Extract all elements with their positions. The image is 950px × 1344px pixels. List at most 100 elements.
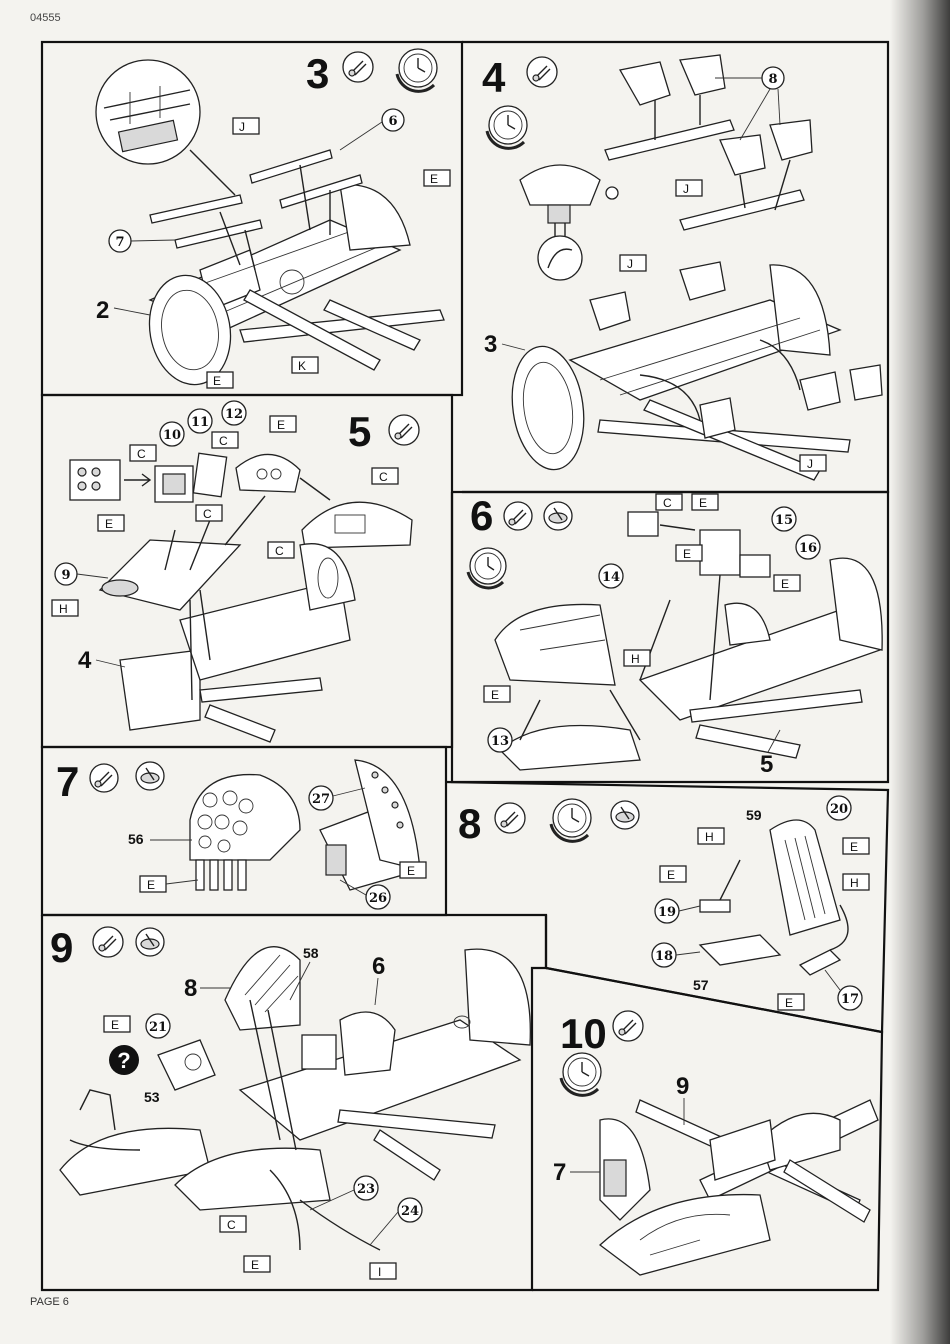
label-8: 8 [184,975,197,1002]
paint-icon [136,928,164,956]
callout-18: 18 [655,949,673,964]
glue-tube-icon [343,52,373,82]
step-7-number: 7 [56,758,79,805]
step-8-annotations: 20 19 18 17 59 57 H E E H E [652,796,869,1010]
clock-icon [487,106,527,148]
step-6-number: 6 [470,492,493,539]
paint-icon [611,801,639,829]
sprue-E: E [105,517,113,531]
question-mark: ? [117,1048,130,1073]
step-9: 9 ? 21 23 [50,924,530,1279]
label-2: 2 [96,297,109,324]
callout-11: 11 [191,415,209,430]
callout-13: 13 [491,734,509,749]
step-3-number: 3 [306,50,329,97]
sprue-E: E [111,1018,119,1032]
clock-icon [561,1053,601,1095]
label-57: 57 [693,977,709,993]
step-9-fuselage [175,947,530,1250]
callout-19: 19 [658,905,676,920]
sprue-C: C [203,507,212,521]
callout-26: 26 [369,891,387,906]
step-3-detail-inset [96,60,235,195]
sprue-J: J [627,257,633,271]
step-4: 4 [482,54,882,480]
sprue-E: E [407,864,415,878]
sprue-E: E [213,374,221,388]
sprue-H: H [59,602,68,616]
step-4-number: 4 [482,54,506,101]
sprue-H: H [705,830,714,844]
sprue-C: C [227,1218,236,1232]
callout-21: 21 [149,1020,167,1035]
glue-tube-icon [495,803,525,833]
step-10-assembly [600,1100,878,1275]
clock-icon [397,49,437,91]
glue-tube-icon [504,502,532,530]
sprue-J: J [683,182,689,196]
callout-9: 9 [61,568,70,583]
sprue-C: C [219,434,228,448]
sprue-H: H [850,876,859,890]
page-number: PAGE 6 [30,1296,69,1308]
sprue-E: E [850,840,858,854]
paint-icon [136,762,164,790]
clamp-icon [520,165,618,280]
callout-27: 27 [312,792,330,807]
label-7: 7 [553,1159,566,1186]
label-58: 58 [303,945,319,961]
clock-icon [551,799,591,841]
sprue-E: E [781,577,789,591]
sprue-E: E [683,547,691,561]
sprue-C: C [275,544,284,558]
label-9: 9 [676,1073,689,1100]
callout-15: 15 [775,513,793,528]
sprue-E: E [785,996,793,1010]
sprue-H: H [631,652,640,666]
sprue-J: J [239,120,245,134]
label-53: 53 [144,1089,160,1105]
glue-tube-icon [527,57,557,87]
callout-6: 6 [388,114,397,129]
label-6: 6 [372,953,385,980]
step-8-number: 8 [458,800,481,847]
clock-icon [468,548,506,588]
label-5: 5 [760,751,773,778]
glue-tube-icon [613,1011,643,1041]
step-10: 10 9 7 [553,1010,878,1275]
glue-tube-icon [90,764,118,792]
step-3: 3 [96,49,450,391]
callout-16: 16 [799,541,817,556]
sprue-I: I [378,1265,381,1279]
callout-14: 14 [602,570,620,585]
glue-tube-icon [389,415,419,445]
callout-24: 24 [401,1204,419,1219]
label-56: 56 [128,831,144,847]
sprue-E: E [667,868,675,882]
step-9-number: 9 [50,924,73,971]
sprue-C: C [137,447,146,461]
label-59: 59 [746,807,762,823]
sprue-E: E [147,878,155,892]
label-4: 4 [78,647,92,674]
step-7: 7 27 26 56 E E [56,758,426,909]
scan-edge-shadow [890,0,950,1344]
step-10-number: 10 [560,1010,607,1057]
step-5-parts [70,453,412,548]
paint-icon [544,502,572,530]
glue-tube-icon [93,927,123,957]
callout-20: 20 [830,802,848,817]
callout-7: 7 [115,235,124,250]
sprue-E: E [699,496,707,510]
sprue-E: E [430,172,438,186]
sprue-J: J [807,457,813,471]
step-5-number: 5 [348,408,371,455]
sprue-E: E [491,688,499,702]
step-7-instrument-panel [190,775,300,890]
step-4-fuselage [505,262,882,480]
sprue-C: C [663,496,672,510]
step-6: 6 15 16 14 1 [468,492,882,778]
sprue-E: E [277,418,285,432]
label-3: 3 [484,331,497,358]
